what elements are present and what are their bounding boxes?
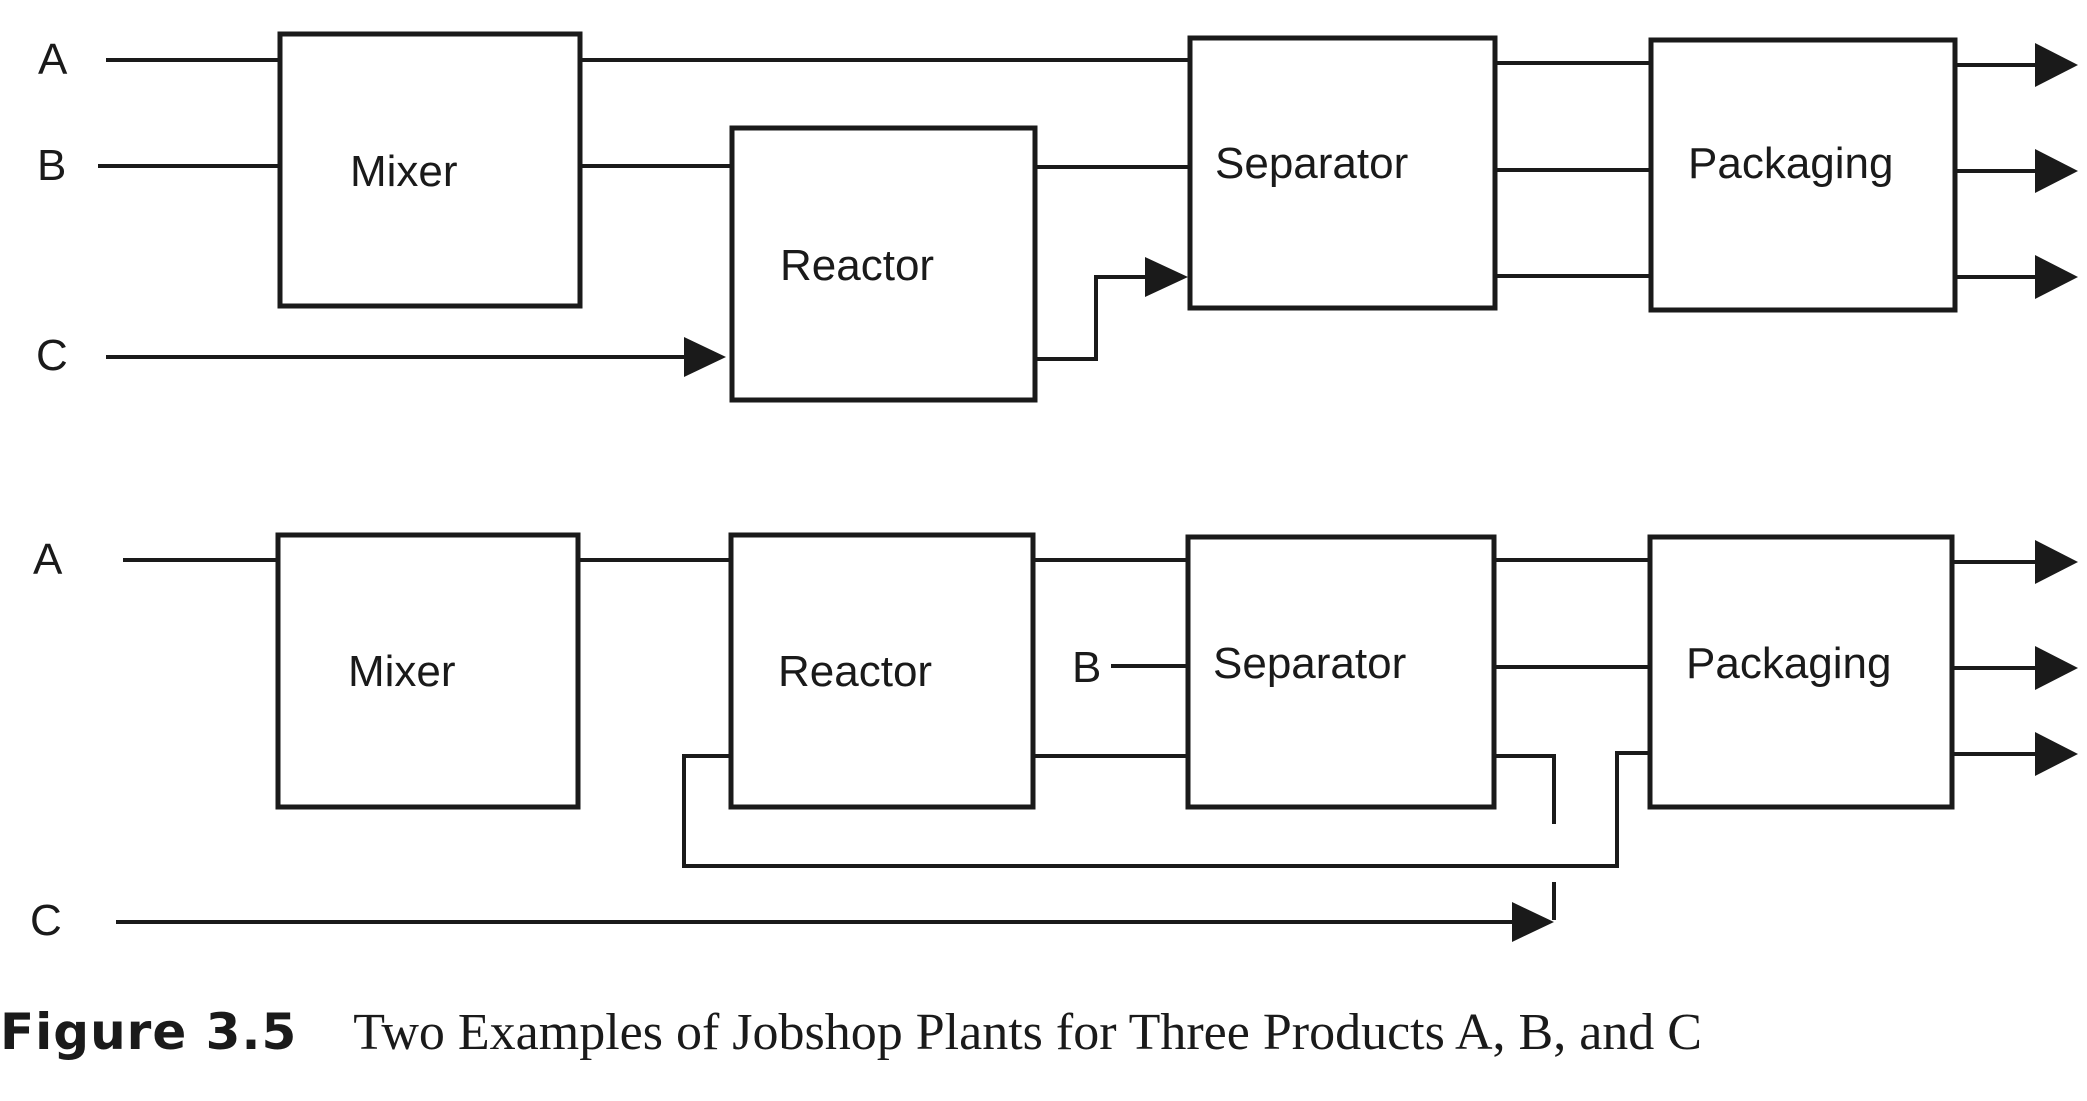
separator-label: Separator (1213, 639, 1406, 688)
plant-2: A B C Mixer Reactor Separator Packaging (30, 532, 2078, 945)
separator-label: Separator (1215, 139, 1408, 188)
arrow-out-1 (2035, 540, 2078, 584)
arrow-out-3 (2035, 255, 2078, 299)
figure-caption: Figure 3.5 Two Examples of Jobshop Plants… (0, 1003, 1702, 1073)
figure-number: Figure 3.5 (0, 1003, 298, 1061)
arrow-out-1 (2035, 43, 2078, 87)
reactor-box (729, 125, 1038, 403)
mixer-box (277, 31, 583, 309)
separator-box (1187, 35, 1498, 311)
mixer-label: Mixer (350, 147, 458, 196)
packaging-label: Packaging (1686, 639, 1891, 688)
mixer-box (275, 532, 581, 810)
packaging-label: Packaging (1688, 139, 1893, 188)
input-c-label: C (30, 896, 62, 945)
input-c-label: C (36, 331, 68, 380)
reactor-label: Reactor (778, 647, 932, 696)
figure-title: Two Examples of Jobshop Plants for Three… (353, 1004, 1702, 1061)
arrow-out-2 (2035, 646, 2078, 690)
arrow-into-separator (1145, 257, 1188, 297)
input-a-label: A (33, 535, 63, 584)
jobshop-diagram: A B C Mixer Reactor Separator Packaging (30, 31, 2078, 945)
plant-1: A B C Mixer Reactor Separator Packaging (36, 31, 2078, 403)
separator-box (1185, 534, 1497, 810)
wire-separator-out-down (1492, 754, 1556, 824)
reactor-label: Reactor (780, 241, 934, 290)
arrow-c-into-reactor (684, 337, 726, 377)
input-b-label: B (1072, 643, 1101, 692)
mixer-label: Mixer (348, 647, 456, 696)
reactor-box (728, 532, 1036, 810)
wire-recycle-loop (682, 751, 1652, 868)
arrow-out-3 (2035, 732, 2078, 776)
input-a-label: A (38, 35, 68, 84)
packaging-box (1647, 534, 1955, 810)
packaging-box (1648, 37, 1958, 313)
arrow-c-in (1512, 902, 1554, 942)
wire-reactor-bypass (1033, 275, 1150, 361)
input-b-label: B (37, 141, 66, 190)
arrow-out-2 (2035, 149, 2078, 193)
